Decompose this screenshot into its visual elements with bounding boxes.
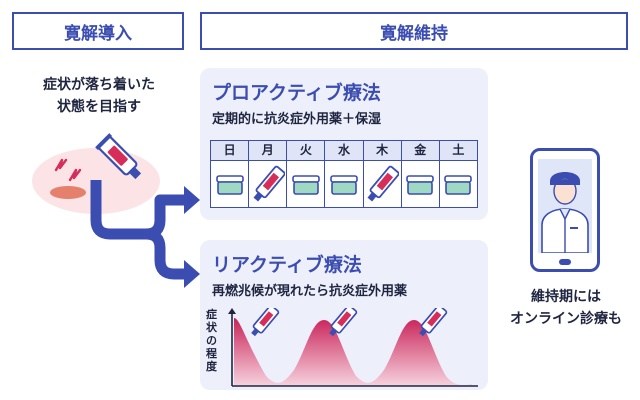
telemedicine-caption-line-2: オンライン診療も bbox=[510, 311, 622, 327]
smartphone-icon bbox=[530, 148, 600, 272]
telemedicine-caption: 維持期には オンライン診療も bbox=[496, 286, 636, 330]
moisturizer-jar-icon bbox=[330, 175, 358, 195]
moisturizer-jar-icon bbox=[215, 175, 244, 195]
day-mon: 月 bbox=[249, 141, 288, 207]
day-label: 水 bbox=[325, 141, 363, 161]
steroid-tube-icon bbox=[251, 308, 280, 337]
day-fri: 金 bbox=[401, 141, 440, 207]
moisturizer-jar-icon bbox=[406, 175, 435, 195]
induction-goal-text: 症状が落ち着いた 状態を目指す bbox=[14, 74, 184, 118]
induction-goal-line-1: 症状が落ち着いた bbox=[43, 77, 155, 93]
day-sun: 日 bbox=[211, 141, 250, 207]
symptom-axis-label: 症状の程度 bbox=[206, 308, 217, 373]
moisturizer-jar-icon bbox=[292, 175, 320, 195]
phone-home-button bbox=[559, 259, 571, 265]
reactive-title: リアクティブ療法 bbox=[212, 254, 362, 276]
day-thu: 木 bbox=[363, 141, 402, 207]
phase-induction-header: 寛解導入 bbox=[12, 12, 184, 50]
phase-maintenance-label: 寛解維持 bbox=[380, 23, 448, 44]
symptom-graph bbox=[228, 308, 478, 387]
day-label: 日 bbox=[211, 141, 249, 161]
day-label: 火 bbox=[287, 141, 325, 161]
reactive-therapy-card: リアクティブ療法 再燃兆候が現れたら抗炎症外用薬 症状の程度 bbox=[200, 240, 488, 390]
proactive-therapy-card: プロアクティブ療法 定期的に抗炎症外用薬＋保湿 日 月 火 水 木 金 土 bbox=[200, 68, 488, 220]
day-tue: 火 bbox=[287, 141, 326, 207]
steroid-tube-icon bbox=[419, 308, 448, 337]
doctor-icon bbox=[541, 172, 589, 253]
day-sat: 土 bbox=[439, 141, 477, 207]
flow-arrow bbox=[90, 180, 200, 288]
y-axis-arrow bbox=[228, 308, 236, 314]
proactive-subtitle: 定期的に抗炎症外用薬＋保湿 bbox=[212, 112, 382, 127]
phone-screen bbox=[538, 159, 592, 253]
itch-icon bbox=[54, 158, 82, 182]
proactive-title: プロアクティブ療法 bbox=[212, 82, 381, 104]
day-label: 月 bbox=[249, 141, 287, 161]
reactive-subtitle: 再燃兆候が現れたら抗炎症外用薬 bbox=[212, 284, 408, 299]
day-wed: 水 bbox=[325, 141, 364, 207]
skin-lesion bbox=[50, 186, 86, 199]
steroid-tube-icon bbox=[329, 308, 358, 337]
day-label: 土 bbox=[439, 141, 477, 161]
phase-induction-label: 寛解導入 bbox=[64, 23, 132, 44]
moisturizer-jar-icon bbox=[444, 175, 473, 195]
weekly-schedule: 日 月 火 水 木 金 土 bbox=[210, 140, 478, 208]
steroid-tube-icon bbox=[253, 165, 285, 202]
telemedicine-caption-line-1: 維持期には bbox=[531, 289, 601, 305]
day-label: 木 bbox=[363, 141, 401, 161]
symptom-curve bbox=[234, 318, 472, 386]
steroid-tube-icon bbox=[367, 165, 400, 202]
phase-maintenance-header: 寛解維持 bbox=[200, 12, 628, 50]
ointment-tube-icon bbox=[95, 133, 142, 180]
day-label: 金 bbox=[401, 141, 439, 161]
induction-goal-line-2: 状態を目指す bbox=[57, 99, 141, 115]
